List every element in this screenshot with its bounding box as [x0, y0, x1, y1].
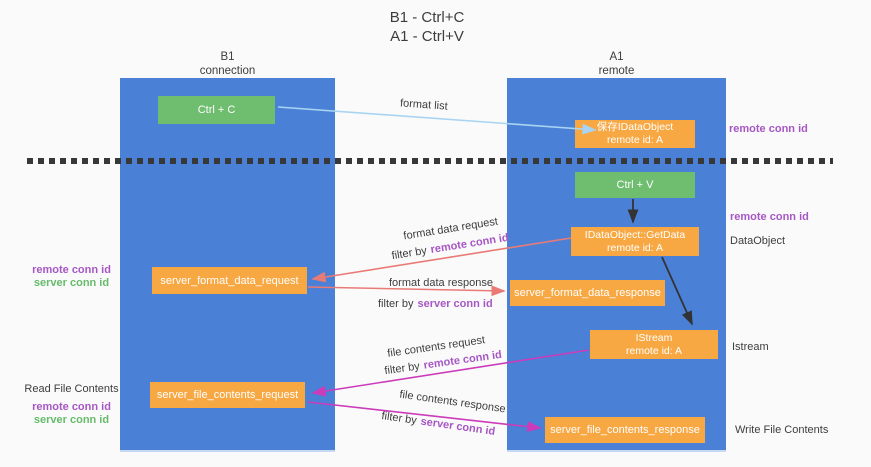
filter-by-key-2: server conn id: [417, 298, 493, 310]
format-list-label: format list: [399, 97, 449, 113]
remote-conn-id-label-mid: remote conn id: [730, 211, 809, 223]
server-file-contents-response-box: server_file_contents_response: [545, 417, 705, 443]
right-column-header: A1 remote: [507, 50, 726, 78]
file-contents-response-label: file contents response: [398, 388, 507, 416]
ctrl-c-box: Ctrl + C: [158, 96, 275, 124]
idataobject-getdata-line1: IDataObject::GetData: [584, 228, 686, 241]
filter-by-key-4: server conn id: [419, 415, 496, 438]
right-column-header-line2: remote: [598, 65, 635, 77]
server-file-contents-request-box: server_file_contents_request: [150, 382, 305, 408]
left-remote-conn-id-label-2: remote conn id: [32, 401, 111, 413]
title-line-2: A1 - Ctrl+V: [390, 28, 464, 45]
server-file-contents-response-label: server_file_contents_response: [550, 424, 700, 436]
filter-by-prefix-1: filter by: [390, 244, 428, 263]
left-server-conn-id-label-1: server conn id: [33, 277, 110, 289]
filter-by-prefix-2: filter by: [378, 298, 414, 310]
server-format-data-request-box: server_format_data_request: [152, 267, 307, 294]
ctrl-v-label: Ctrl + V: [616, 179, 654, 191]
format-data-response-label: format data response: [389, 277, 493, 289]
diagram-title: B1 - Ctrl+C A1 - Ctrl+V: [327, 8, 527, 46]
write-file-contents-label: Write File Contents: [735, 424, 829, 436]
server-format-data-response-label: server_format_data_response: [514, 287, 661, 299]
istream-line2: remote id: A: [625, 344, 683, 357]
ctrl-c-label: Ctrl + C: [197, 104, 236, 116]
idataobject-getdata-line2: remote id: A: [606, 241, 664, 254]
right-column-header-line1: A1: [609, 51, 624, 63]
ctrl-v-box: Ctrl + V: [575, 172, 695, 198]
dataobject-label: DataObject: [730, 235, 786, 247]
server-format-data-request-label: server_format_data_request: [160, 274, 299, 287]
remote-conn-id-label-top: remote conn id: [729, 123, 808, 135]
server-file-contents-request-label: server_file_contents_request: [156, 389, 299, 401]
istream-side-label: Istream: [732, 341, 769, 353]
save-idataobject-line1: 保存IDataObject: [596, 121, 674, 133]
filter-by-prefix-4: filter by: [380, 410, 418, 427]
istream-box: IStream remote id: A: [590, 330, 718, 359]
title-line-1: B1 - Ctrl+C: [389, 9, 465, 26]
server-format-data-response-box: server_format_data_response: [510, 280, 665, 306]
filter-by-prefix-3: filter by: [383, 360, 421, 378]
read-file-contents-label: Read File Contents: [24, 383, 119, 395]
save-idataobject-line2: remote id: A: [606, 134, 664, 146]
save-idataobject-box: 保存IDataObject remote id: A: [575, 120, 695, 148]
idataobject-getdata-box: IDataObject::GetData remote id: A: [571, 227, 699, 256]
istream-line1: IStream: [635, 331, 673, 344]
left-server-conn-id-label-2: server conn id: [33, 414, 110, 426]
left-column-header-line1: B1: [220, 51, 235, 63]
left-remote-conn-id-label-1: remote conn id: [32, 264, 111, 276]
left-column-header: B1 connection: [120, 50, 335, 78]
left-column-header-line2: connection: [199, 65, 256, 77]
